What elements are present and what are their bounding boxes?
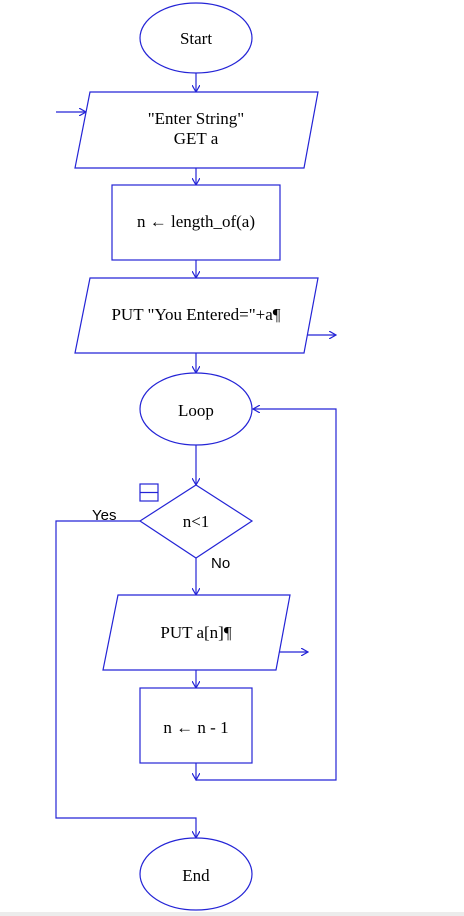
- yes-branch-label: Yes: [92, 507, 116, 524]
- yes-branch-line: [55, 520, 196, 838]
- condition-node[interactable]: [138, 484, 254, 559]
- condition-label: n<1: [183, 512, 210, 531]
- input-label-line1: "Enter String": [148, 109, 245, 128]
- decrement-node[interactable]: [139, 687, 253, 764]
- output-entered-node[interactable]: [74, 277, 319, 354]
- end-label: End: [182, 866, 210, 885]
- end-node[interactable]: [139, 837, 253, 911]
- start-node[interactable]: [139, 2, 253, 74]
- assign-length-label: n ← length_of(a): [137, 212, 255, 231]
- bottom-border: [0, 912, 464, 916]
- loop-back-line: [196, 409, 337, 781]
- output-entered-label: PUT "You Entered="+a¶: [111, 305, 280, 324]
- input-label-line2: GET a: [174, 129, 219, 148]
- assign-length-node[interactable]: [111, 184, 281, 261]
- collapse-box-icon[interactable]: [139, 483, 159, 502]
- no-branch-label: No: [211, 555, 230, 572]
- output-char-label: PUT a[n]¶: [160, 623, 231, 642]
- start-label: Start: [180, 29, 212, 48]
- loop-node[interactable]: [139, 372, 253, 446]
- input-node[interactable]: [74, 91, 319, 169]
- output-char-node[interactable]: [102, 594, 291, 671]
- decrement-label: n ← n - 1: [163, 718, 228, 737]
- loop-label: Loop: [178, 401, 214, 420]
